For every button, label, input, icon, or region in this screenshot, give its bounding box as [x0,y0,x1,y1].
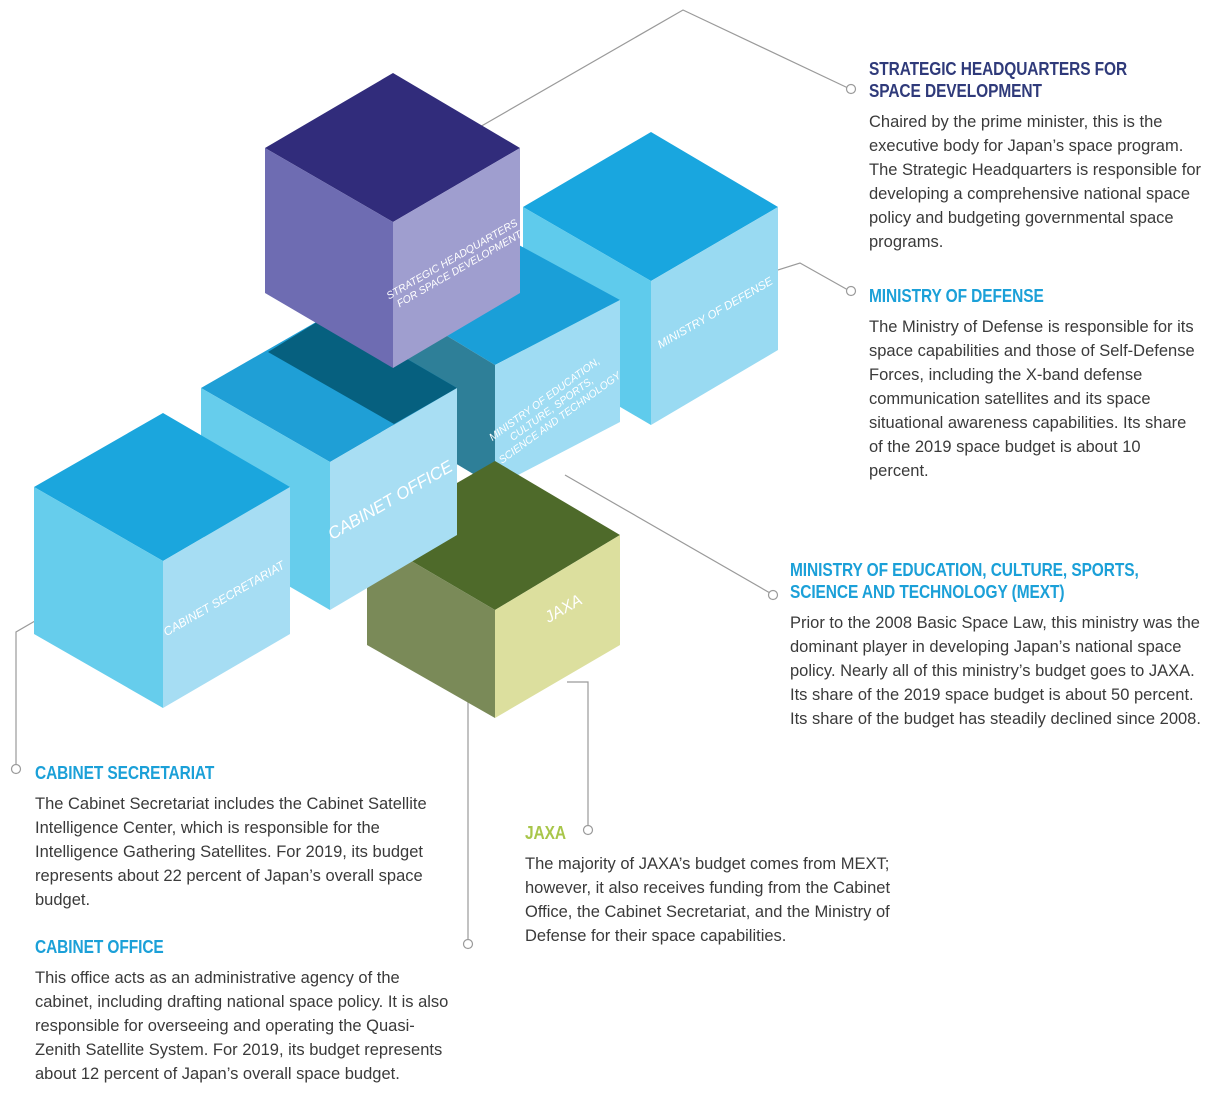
callout-body-cabinet-secretariat: The Cabinet Secretariat includes the Cab… [35,795,427,909]
callout-body-strategic: Chaired by the prime minister, this is t… [869,113,1201,251]
leader-line-strategic [477,9,849,129]
callout-cabinet-secretariat: CABINET SECRETARIAT The Cabinet Secretar… [35,762,455,912]
leader-dot-cabinet-office [462,938,474,950]
leader-dot-cabinet-secretariat [10,763,22,775]
callout-title-jaxa: JAXA [525,823,566,843]
callout-body-mext: Prior to the 2008 Basic Space Law, this … [790,614,1201,728]
callout-title-strategic: STRATEGIC HEADQUARTERS FOR SPACE DEVELOP… [869,58,1161,102]
cube-strategic-headquarters: STRATEGIC HEADQUARTERS FOR SPACE DEVELOP… [265,73,525,368]
callout-title-cabinet-secretariat: CABINET SECRETARIAT [35,763,215,783]
callout-body-jaxa: The majority of JAXA’s budget comes from… [525,855,891,945]
cube-cabinet-office: CABINET OFFICE [201,314,457,610]
callout-title-mext: MINISTRY OF EDUCATION, CULTURE, SPORTS, … [790,559,1151,603]
leader-line-mext [564,474,771,594]
cube-jaxa: JAXA [367,461,620,718]
callout-cabinet-office: CABINET OFFICE This office acts as an ad… [35,936,455,1086]
callout-mext: MINISTRY OF EDUCATION, CULTURE, SPORTS, … [790,559,1210,731]
callout-body-defense: The Ministry of Defense is responsible f… [869,318,1195,480]
leader-dot-defense [845,285,857,297]
callout-ministry-of-defense: MINISTRY OF DEFENSE The Ministry of Defe… [869,285,1204,483]
callout-title-strategic-line2: SPACE DEVELOPMENT [869,81,1042,101]
callout-title-strategic-line1: STRATEGIC HEADQUARTERS FOR [869,59,1128,79]
callout-jaxa: JAXA The majority of JAXA’s budget comes… [525,822,925,948]
leader-dot-strategic [845,83,857,95]
leader-dots [10,83,857,950]
leader-dot-mext [767,589,779,601]
callout-title-mext-line1: MINISTRY OF EDUCATION, CULTURE, SPORTS, [790,560,1139,580]
callout-title-cabinet-office: CABINET OFFICE [35,937,164,957]
callout-title-defense: MINISTRY OF DEFENSE [869,286,1044,306]
callout-strategic-headquarters: STRATEGIC HEADQUARTERS FOR SPACE DEVELOP… [869,58,1209,254]
leader-dot-jaxa [582,824,594,836]
callout-title-mext-line2: SCIENCE AND TECHNOLOGY (MEXT) [790,582,1065,602]
cube-cabinet-secretariat: CABINET SECRETARIAT [34,413,290,708]
callout-body-cabinet-office: This office acts as an administrative ag… [35,969,449,1083]
leader-line-jaxa [567,681,589,826]
